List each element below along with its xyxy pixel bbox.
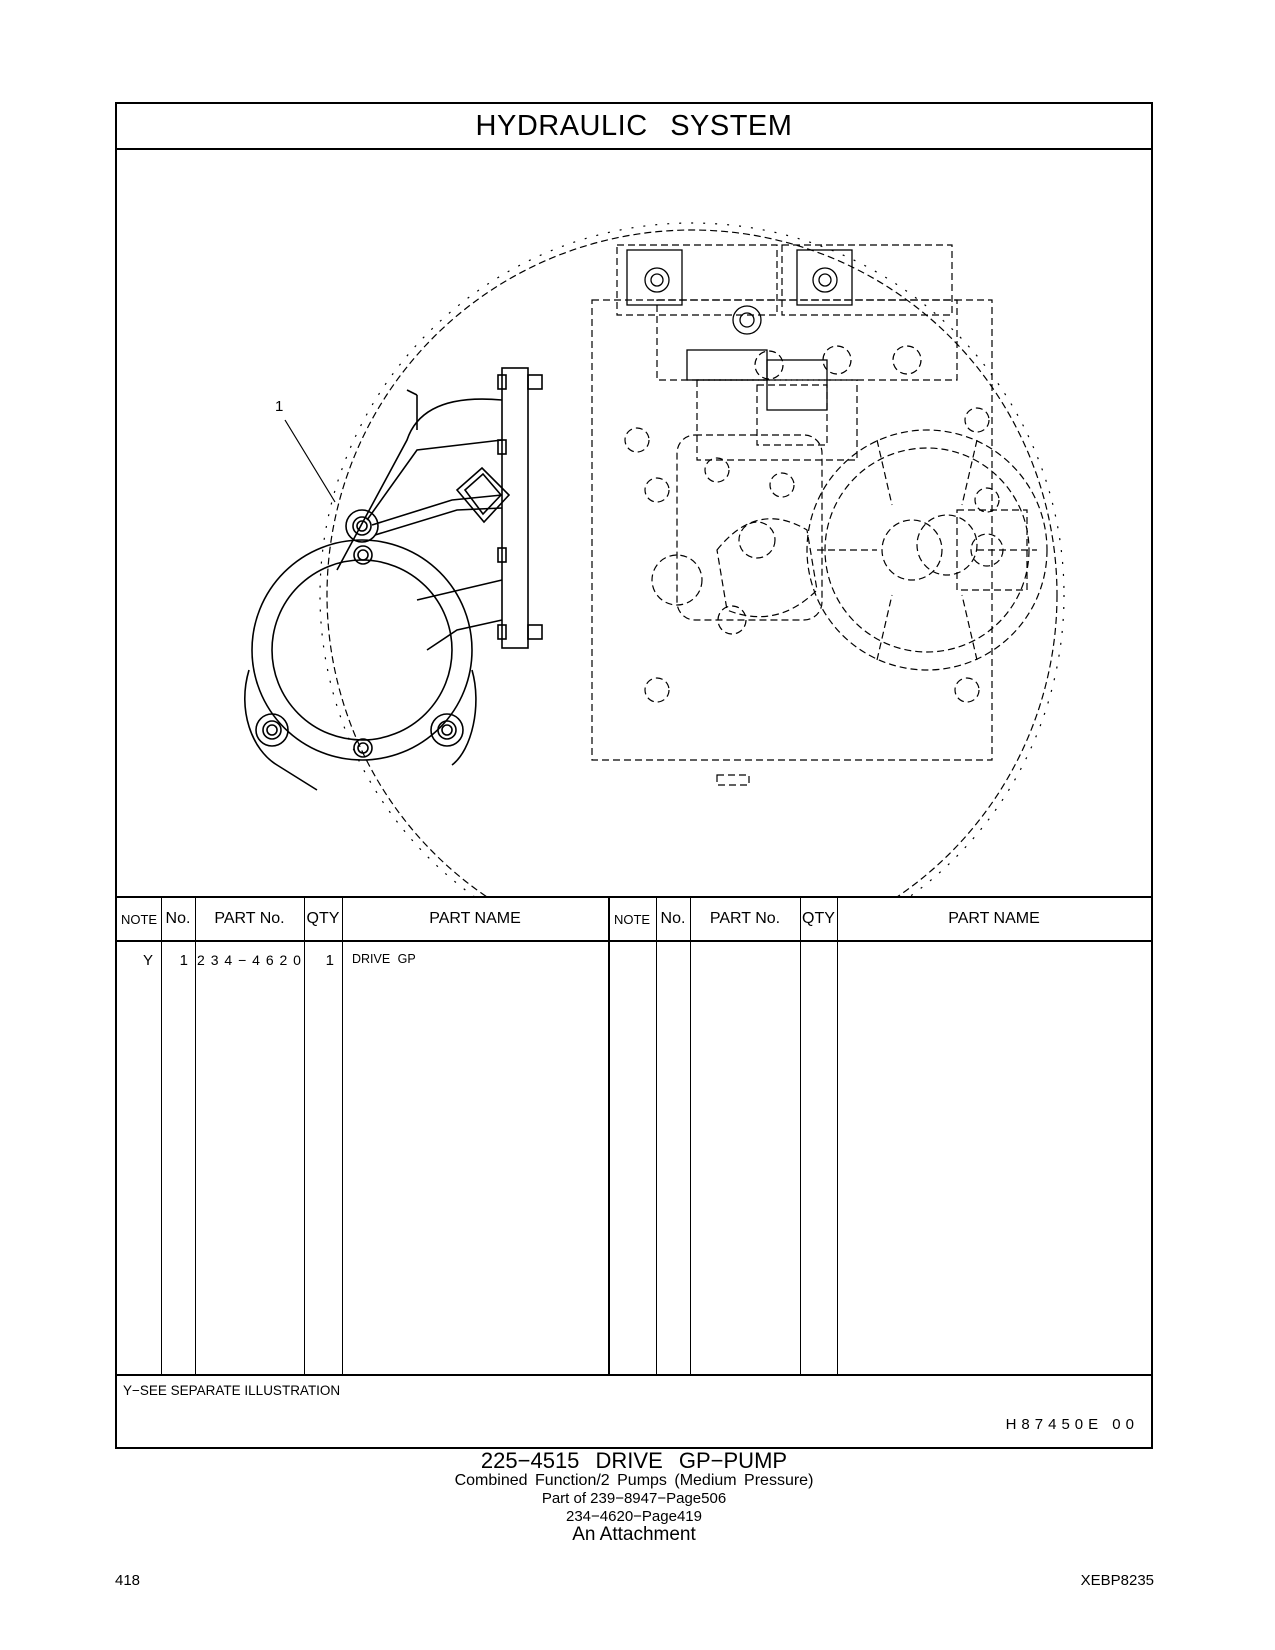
exploded-view-illustration: 1 xyxy=(117,150,1151,896)
header-qty-right: QTY xyxy=(802,910,835,927)
page-title: HYDRAULIC SYSTEM xyxy=(117,104,1151,150)
column-divider xyxy=(342,898,343,1374)
parts-table-header-row xyxy=(117,898,1151,942)
caption-reference: 234−4620−Page419 xyxy=(566,1508,702,1525)
caption-description: Combined Function/2 Pumps (Medium Pressu… xyxy=(454,1472,814,1489)
header-part-name-right: PART NAME xyxy=(948,910,1040,927)
pump-top-fittings xyxy=(626,249,853,411)
column-divider xyxy=(608,898,610,1374)
header-no: No. xyxy=(165,910,191,927)
callout-1-label: 1 xyxy=(275,398,284,415)
row-qty: 1 xyxy=(325,952,334,969)
page-number: 418 xyxy=(115,1572,141,1589)
housing-outline-dashed xyxy=(319,222,1065,896)
column-divider xyxy=(304,898,305,1374)
column-divider xyxy=(161,898,162,1374)
parts-page-frame: HYDRAULIC SYSTEM xyxy=(115,102,1153,1449)
header-qty: QTY xyxy=(306,910,340,927)
footnote-area: Y−SEE SEPARATE ILLUSTRATION H87450E 00 xyxy=(117,1376,1151,1447)
illustration-reference-code: H87450E 00 xyxy=(1005,1416,1139,1433)
caption-group-title: 225−4515 DRIVE GP−PUMP xyxy=(480,1448,788,1473)
header-part-no-right: PART No. xyxy=(709,910,781,927)
callout-1-leader xyxy=(284,419,336,503)
pump-drive-drawing xyxy=(244,222,1065,896)
row-note: Y xyxy=(142,952,153,969)
row-part-name: DRIVE GP xyxy=(352,952,416,966)
column-divider xyxy=(195,898,196,1374)
caption-attachment: An Attachment xyxy=(572,1524,696,1545)
header-no-right: No. xyxy=(660,910,686,927)
footnote-text: Y−SEE SEPARATE ILLUSTRATION xyxy=(123,1383,341,1398)
header-part-name: PART NAME xyxy=(429,910,521,927)
parts-list-table: NOTE No. PART No. QTY PART NAME NOTE No.… xyxy=(117,896,1151,1376)
column-divider xyxy=(837,898,838,1374)
header-note: NOTE xyxy=(120,911,158,927)
column-divider xyxy=(656,898,657,1374)
caption-part-of: Part of 239−8947−Page506 xyxy=(541,1490,727,1507)
column-divider xyxy=(800,898,801,1374)
header-part-no: PART No. xyxy=(214,910,285,927)
row-no: 1 xyxy=(179,952,188,969)
row-part-no: 2 3 4 − 4 6 2 0 xyxy=(197,952,302,968)
document-id: XEBP8235 xyxy=(1080,1572,1154,1589)
header-note-right: NOTE xyxy=(613,911,651,927)
drive-group-housing xyxy=(244,367,543,791)
column-divider xyxy=(690,898,691,1374)
